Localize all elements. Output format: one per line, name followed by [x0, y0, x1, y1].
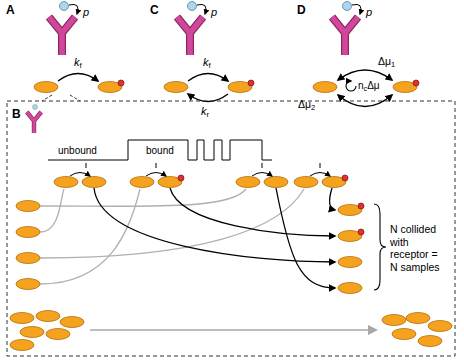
- molecule: [10, 313, 34, 324]
- zoom-lines: [42, 95, 80, 101]
- reaction-arrow: [146, 173, 166, 177]
- energy-label: Δμ2: [298, 98, 315, 112]
- subscript: r: [207, 110, 210, 119]
- modification-dot: [358, 229, 364, 235]
- molecule: [164, 82, 188, 93]
- ligand-symbol: [343, 2, 352, 11]
- trajectory-arrow: [170, 188, 335, 236]
- rate-label: kf: [74, 56, 82, 70]
- binding-arrow: [197, 4, 206, 14]
- modification-dot: [413, 80, 419, 86]
- trajectory-arrow: [276, 188, 335, 288]
- molecule: [16, 227, 40, 238]
- receptor-symbol: [332, 17, 358, 55]
- modification-dot: [248, 80, 254, 86]
- modification-dot: [178, 175, 184, 181]
- subscript: c: [364, 84, 368, 93]
- trajectory-arrow: [94, 188, 335, 262]
- reaction-arrow: [58, 74, 98, 82]
- tick-marks: [86, 163, 320, 168]
- cycle-arrow: [346, 81, 356, 91]
- molecule: [60, 317, 84, 328]
- molecule: [130, 177, 154, 188]
- molecule: [418, 336, 442, 347]
- panel-letter: A: [6, 3, 15, 17]
- ligand-symbol: [188, 2, 197, 11]
- reaction-arrow: [188, 74, 228, 82]
- subscript: f: [80, 61, 82, 70]
- ligand-symbol: [60, 2, 69, 11]
- panel-letter: C: [150, 3, 159, 17]
- trajectory-line: [40, 189, 64, 232]
- annotation: N collided with receptor = N samples: [390, 223, 445, 273]
- reaction-arrow: [70, 173, 90, 177]
- modification-dot: [358, 203, 364, 209]
- rate-label: kr: [201, 105, 209, 119]
- binding-arrow: [352, 4, 361, 14]
- molecule: [406, 313, 430, 324]
- molecule: [338, 257, 362, 268]
- state-label: unbound: [58, 145, 97, 157]
- molecule: [16, 253, 40, 264]
- molecule: [294, 177, 318, 188]
- modification-dot: [342, 175, 348, 181]
- molecule: [10, 340, 34, 351]
- reaction-arrow: [188, 94, 228, 102]
- ligand-label: p: [211, 6, 217, 19]
- subscript: f: [209, 61, 211, 70]
- time-arrow: [90, 329, 376, 331]
- curly-brace: [374, 204, 386, 290]
- molecule: [382, 315, 406, 326]
- binding-trace: [48, 140, 272, 160]
- molecule: [36, 311, 60, 322]
- reaction-arrow: [252, 173, 272, 177]
- reaction-arrow: [310, 173, 330, 177]
- ligand-symbol: [33, 105, 38, 110]
- energy-label: ncΔμ: [358, 80, 380, 93]
- molecule: [264, 177, 288, 188]
- molecule: [34, 82, 58, 93]
- molecule: [20, 327, 44, 338]
- reaction-arrow: [338, 70, 392, 80]
- receptor-symbol: [177, 17, 203, 55]
- panel-letter: D: [297, 3, 306, 17]
- molecule: [16, 279, 40, 290]
- energy-label: Δμ1: [378, 55, 395, 69]
- trajectory-line: [40, 189, 246, 206]
- molecule: [82, 177, 106, 188]
- subscript: 2: [311, 103, 315, 112]
- molecule: [46, 329, 70, 340]
- modification-dot: [118, 80, 124, 86]
- ligand-label: p: [83, 6, 89, 19]
- rate-label: kf: [203, 56, 211, 70]
- molecule: [428, 321, 452, 332]
- molecule: [16, 201, 40, 212]
- molecule: [54, 177, 78, 188]
- receptor-symbol: [49, 17, 75, 55]
- trajectory-line: [40, 189, 140, 284]
- ligand-label: p: [366, 6, 372, 19]
- panel-letter: B: [12, 107, 21, 121]
- molecule: [313, 82, 337, 93]
- trajectory-line: [40, 189, 304, 258]
- binding-arrow: [69, 4, 78, 14]
- molecule: [236, 177, 260, 188]
- molecule: [392, 329, 416, 340]
- subscript: 1: [391, 60, 395, 69]
- receptor-symbol: [27, 112, 41, 133]
- trajectory-arrow: [330, 188, 335, 210]
- state-label: bound: [146, 145, 174, 157]
- molecule: [338, 283, 362, 294]
- zoom-frame: [7, 101, 455, 356]
